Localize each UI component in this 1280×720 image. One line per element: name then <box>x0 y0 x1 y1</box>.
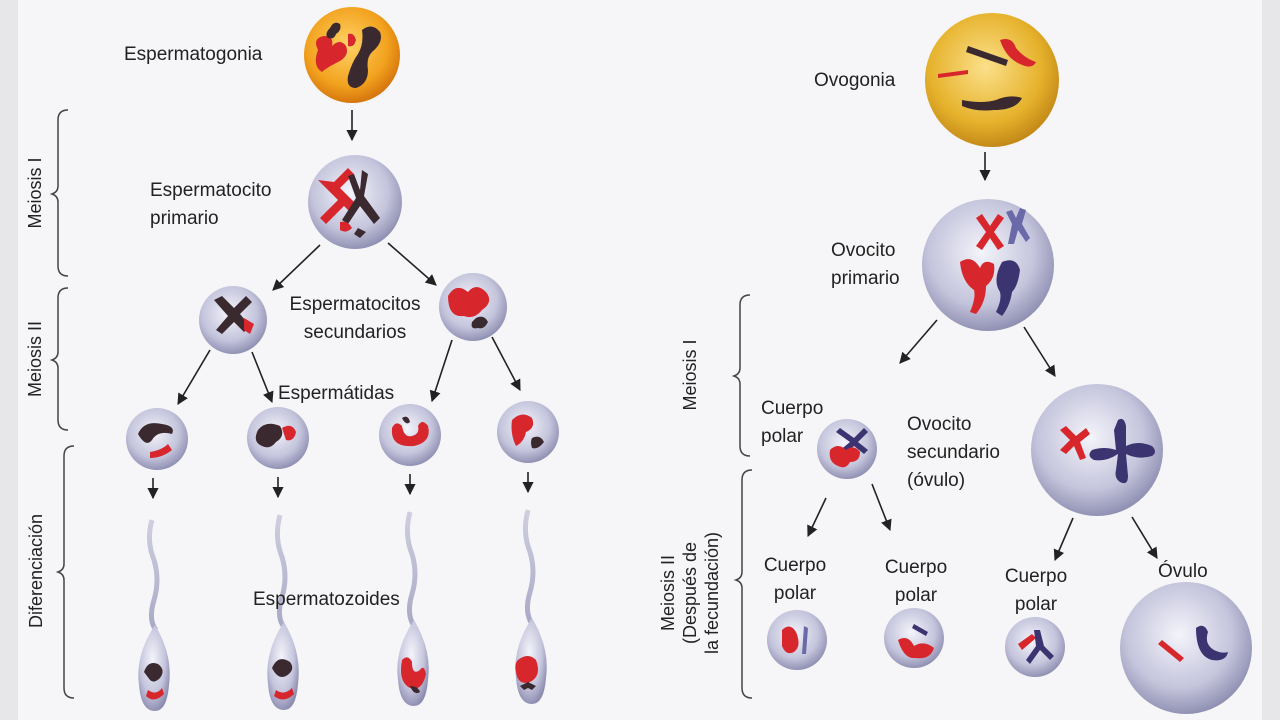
ovocito-secundario-cell <box>1031 384 1163 516</box>
ovulo-cell <box>1120 582 1252 714</box>
bracket-meiosis2-female <box>733 469 753 699</box>
espermatocito-secundario-right <box>439 273 507 341</box>
stage-label-meiosis2-female-line1: Meiosis II <box>658 554 678 632</box>
bracket-diferenciacion <box>55 445 75 699</box>
label-ovulo: Óvulo <box>1158 561 1208 582</box>
cuerpo-polar-4-cell <box>1005 617 1065 677</box>
label-ovocito-secundario-line3: (óvulo) <box>907 470 966 491</box>
page-edge-right <box>1262 0 1280 720</box>
label-cuerpo-polar-b-line2: polar <box>894 585 938 606</box>
bracket-meiosis1-male <box>49 109 69 277</box>
cuerpo-polar-1-cell <box>817 419 877 479</box>
espermatida-1 <box>126 408 188 470</box>
label-espermatidas: Espermátidas <box>278 383 395 404</box>
label-cuerpo-polar-c-line2: polar <box>1014 594 1058 615</box>
label-espermatocitos-secundarios-line1: Espermatocitos <box>289 294 421 315</box>
espermatogonia-cell <box>304 7 400 103</box>
label-cuerpo-polar-a-line2: polar <box>773 583 817 604</box>
label-espermatogonia: Espermatogonia <box>124 44 263 65</box>
espermatida-2 <box>247 407 309 469</box>
bracket-meiosis2-male <box>49 287 69 431</box>
stage-label-meiosis1-male: Meiosis I <box>25 157 45 229</box>
label-espermatocito-primario-line2: primario <box>150 208 219 229</box>
stage-label-diferenciacion: Diferenciación <box>26 513 46 629</box>
espermatocito-secundario-left <box>199 286 267 354</box>
label-ovocito-secundario-line1: Ovocito <box>907 414 972 435</box>
espermatida-3 <box>379 404 441 466</box>
label-ovocito-primario-line1: Ovocito <box>831 240 896 261</box>
label-espermatozoides: Espermatozoides <box>253 589 400 610</box>
espermatozoide-4 <box>515 509 547 704</box>
label-espermatocito-primario-line1: Espermatocito <box>150 180 272 201</box>
ovogonia-cell <box>925 13 1059 147</box>
page-edge-left <box>0 0 18 720</box>
label-cuerpo-polar-line2: polar <box>761 426 804 447</box>
espermatozoide-2 <box>267 514 299 710</box>
espermatida-4 <box>497 401 559 463</box>
label-ovocito-primario-line2: primario <box>831 268 900 289</box>
espermatozoide-1 <box>138 519 170 711</box>
stage-label-meiosis1-female: Meiosis I <box>680 339 700 411</box>
cuerpo-polar-3-cell <box>884 608 944 668</box>
ovocito-primario-cell <box>922 199 1054 331</box>
label-cuerpo-polar-c-line1: Cuerpo <box>1004 566 1068 587</box>
espermatocito-primario-cell <box>308 155 402 249</box>
label-ovogonia: Ovogonia <box>814 70 896 91</box>
stage-label-meiosis2-female: Meiosis II (Después de la fecundación) <box>657 513 723 673</box>
stage-label-meiosis2-female-line2: (Después de <box>680 541 700 645</box>
stage-label-meiosis2-male: Meiosis II <box>25 320 45 398</box>
label-espermatocitos-secundarios-line2: secundarios <box>303 322 407 343</box>
bracket-meiosis1-female <box>731 294 751 457</box>
label-cuerpo-polar-line1: Cuerpo <box>761 398 824 419</box>
arrows-male <box>147 110 534 500</box>
espermatozoide-3 <box>397 511 429 706</box>
label-cuerpo-polar-a-line1: Cuerpo <box>763 555 827 576</box>
label-cuerpo-polar-b-line1: Cuerpo <box>884 557 948 578</box>
label-ovocito-secundario-line2: secundario <box>907 442 1000 463</box>
arrows-female <box>807 152 1158 562</box>
cuerpo-polar-2-cell <box>767 610 827 670</box>
stage-label-meiosis2-female-line3: la fecundación) <box>702 531 722 655</box>
